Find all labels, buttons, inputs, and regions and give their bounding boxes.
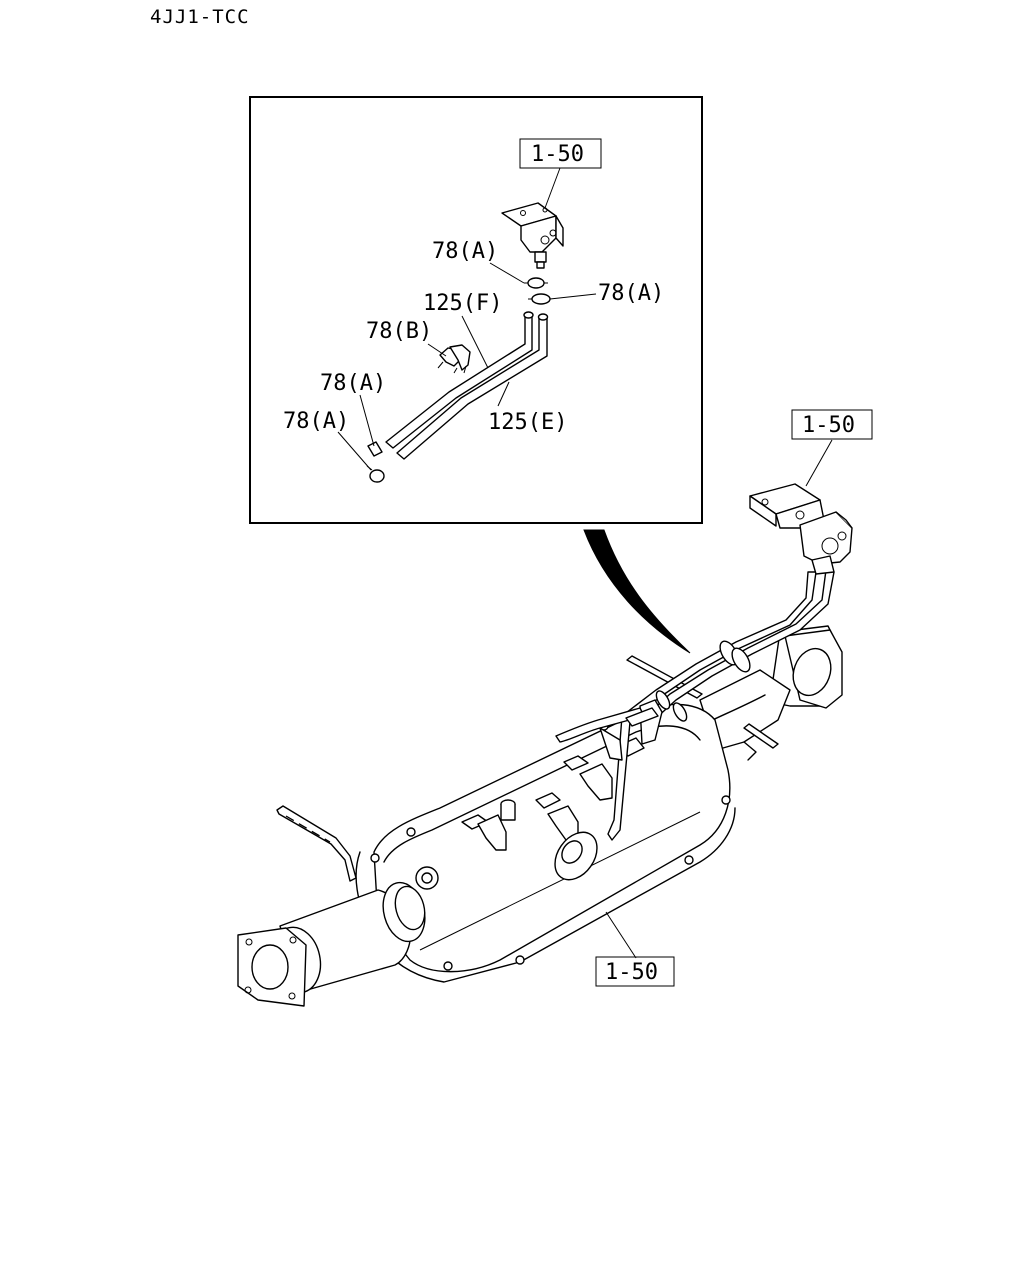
callout-ref-top: 1-50 xyxy=(531,142,584,167)
hose-pair-detail xyxy=(385,311,549,460)
ref-box-dpf xyxy=(595,956,675,987)
callout-hose-f: 125(F) xyxy=(423,291,502,316)
dpf-stud xyxy=(500,799,516,821)
front-hanger xyxy=(276,805,357,882)
exhaust-assembly: 1-50 1-50 xyxy=(237,409,873,1007)
model-code-header: 4JJ1-TCC xyxy=(150,6,250,28)
ref-box-top xyxy=(519,138,602,169)
callout-clip-end-lower: 78(A) xyxy=(283,409,349,434)
callout-clip-left-top: 78(A) xyxy=(432,239,498,264)
detail-pointer-arrow xyxy=(583,529,691,654)
callout-hose-e: 125(E) xyxy=(488,410,567,435)
detail-inset: 1-50 78(A) 78(A) 125(F) 78(B) 78(A) 78(A… xyxy=(249,96,703,524)
hose-clamp-detail xyxy=(437,344,471,374)
dpf-boss-middle xyxy=(535,792,579,841)
end-clip-lower-detail xyxy=(366,465,385,483)
callout-clip-end-upper: 78(A) xyxy=(320,371,386,396)
dpf-front-port xyxy=(415,866,439,890)
sensor-bracket-detail xyxy=(501,202,564,269)
leader-clip-left-top xyxy=(489,262,525,284)
rear-hanger-rod-lower xyxy=(743,723,779,749)
callout-ref-dpf: 1-50 xyxy=(605,960,658,985)
leader-clip-end-lower xyxy=(337,431,372,471)
outlet-pipe xyxy=(699,625,843,761)
ref-box-sensor xyxy=(791,409,873,440)
callout-clamp-b: 78(B) xyxy=(366,319,432,344)
sensor-bracket-assembly xyxy=(749,483,853,575)
leader-clip-right xyxy=(549,293,597,300)
leader-hose-e xyxy=(497,381,510,407)
leader-hose-f xyxy=(461,315,489,369)
leader-ref-sensor xyxy=(805,439,833,487)
leader-clip-end-upper xyxy=(359,394,375,447)
dpf-sensor-port xyxy=(554,831,598,881)
leader-ref-top xyxy=(544,167,561,209)
leader-ref-dpf xyxy=(605,911,637,959)
inlet-pipe xyxy=(237,881,426,1007)
sensor-pipes xyxy=(555,569,835,841)
dpf-boss-front xyxy=(461,814,507,851)
clip-detail-upper xyxy=(524,277,548,289)
clip-detail-lower xyxy=(528,293,551,305)
dpf-boss-rear xyxy=(563,755,613,801)
callout-ref-sensor: 1-50 xyxy=(802,413,855,438)
callout-clip-right: 78(A) xyxy=(598,281,664,306)
leader-clamp-b xyxy=(427,343,447,357)
